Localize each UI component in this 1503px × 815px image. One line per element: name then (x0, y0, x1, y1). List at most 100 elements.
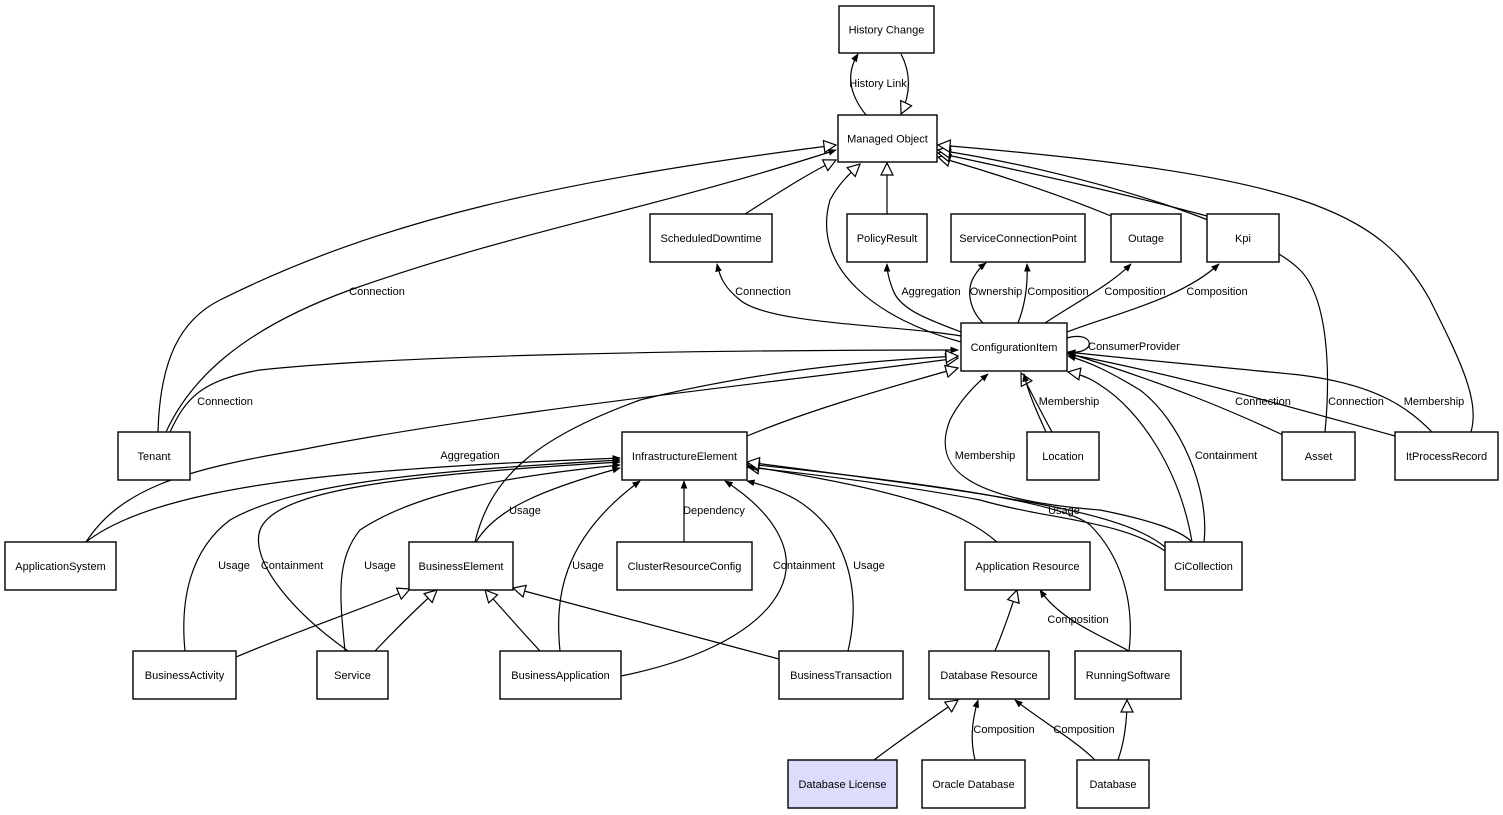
association-connector (1067, 352, 1396, 437)
association-connector (1067, 352, 1286, 437)
edge-ci-collection-to-infrastructure-element (746, 464, 1166, 552)
node-box (1394, 431, 1499, 481)
edge-label-membership: Membership (1039, 396, 1100, 408)
node-label: Application Resource (976, 561, 1080, 573)
node-box (787, 759, 898, 809)
node-label: Database (1089, 779, 1136, 791)
node-label: BusinessActivity (145, 670, 225, 682)
edge-service-to-business-element (374, 590, 437, 652)
node-label: ClusterResourceConfig (628, 561, 742, 573)
association-connector (1022, 373, 1047, 433)
edge-label-usage: Usage (509, 505, 541, 517)
edge-application-system-to-infrastructure-element (85, 455, 621, 543)
node-business-transaction[interactable]: BusinessTransaction (778, 650, 904, 700)
node-box (1164, 541, 1243, 591)
edge-label-connection: Connection (1328, 396, 1384, 408)
node-database-resource[interactable]: Database Resource (928, 650, 1050, 700)
edge-label-composition: Composition (1186, 286, 1247, 298)
inheritance-connector (747, 462, 1166, 548)
edge-it-process-record-to-managed-object (938, 145, 1474, 433)
edge-label-usage: Usage (218, 560, 250, 572)
edge-business-application-to-infrastructure-element (620, 480, 787, 677)
node-service[interactable]: Service (316, 650, 389, 700)
node-application-system[interactable]: ApplicationSystem (4, 541, 117, 591)
node-label: Managed Object (847, 134, 928, 146)
edge-configuration-item-to-outage (1044, 263, 1132, 324)
node-box (950, 213, 1086, 263)
association-connector (475, 466, 621, 543)
node-oracle-database[interactable]: Oracle Database (921, 759, 1026, 809)
edge-database-to-database-resource (1014, 699, 1096, 761)
node-cluster-resource-config[interactable]: ClusterResourceConfig (616, 541, 753, 591)
node-running-software[interactable]: RunningSoftware (1074, 650, 1182, 700)
association-connector (1044, 263, 1132, 324)
association-connector (1067, 354, 1206, 543)
inheritance-connector (85, 358, 958, 543)
node-kpi[interactable]: Kpi (1206, 213, 1280, 263)
node-label: ServiceConnectionPoint (959, 233, 1076, 245)
node-outage[interactable]: Outage (1110, 213, 1182, 263)
node-business-application[interactable]: BusinessApplication (499, 650, 622, 700)
inheritance-connector (157, 145, 836, 433)
edge-label-aggregation: Aggregation (901, 286, 960, 298)
node-business-element[interactable]: BusinessElement (408, 541, 514, 591)
edge-label-ownership: Ownership (970, 286, 1023, 298)
edge-business-transaction-to-infrastructure-element (746, 479, 854, 652)
edge-label-usage: Usage (572, 560, 604, 572)
node-business-activity[interactable]: BusinessActivity (132, 650, 237, 700)
edge-it-process-record-to-configuration-item (1067, 349, 1433, 433)
edge-configuration-item-to-managed-object (825, 164, 962, 343)
association-connector (165, 149, 837, 433)
edge-application-system-to-configuration-item (85, 358, 958, 543)
node-application-resource[interactable]: Application Resource (964, 541, 1091, 591)
node-label: Database Resource (940, 670, 1037, 682)
edge-history-change-to-managed-object (901, 53, 909, 114)
node-infrastructure-element[interactable]: InfrastructureElement (621, 431, 748, 481)
edge-asset-to-configuration-item (1067, 352, 1286, 437)
node-box (621, 431, 748, 481)
node-scheduled-downtime[interactable]: ScheduledDowntime (649, 213, 773, 263)
edge-outage-to-managed-object (938, 157, 1112, 217)
node-label: Asset (1305, 451, 1333, 463)
inheritance-connector (825, 164, 962, 343)
edge-business-activity-to-business-element (235, 589, 410, 658)
inheritance-connector (374, 590, 437, 652)
node-label: ItProcessRecord (1406, 451, 1487, 463)
node-asset[interactable]: Asset (1281, 431, 1356, 481)
node-box (132, 650, 237, 700)
node-box (960, 322, 1068, 372)
node-history-change[interactable]: History Change (838, 5, 935, 54)
inheritance-connector (1068, 372, 1193, 543)
association-connector (1067, 349, 1433, 433)
edge-label-composition: Composition (1027, 286, 1088, 298)
association-connector (746, 464, 1166, 552)
edge-database-resource-to-application-resource (994, 590, 1017, 652)
edge-label-membership: Membership (1404, 396, 1465, 408)
node-box (846, 213, 928, 263)
node-managed-object[interactable]: Managed Object (837, 114, 938, 163)
edge-business-application-to-infrastructure-element (558, 480, 641, 652)
edge-kpi-to-managed-object (938, 153, 1208, 217)
node-box (1026, 431, 1100, 481)
node-location[interactable]: Location (1026, 431, 1100, 481)
node-it-process-record[interactable]: ItProcessRecord (1394, 431, 1499, 481)
node-database[interactable]: Database (1076, 759, 1150, 809)
association-connector (883, 263, 962, 333)
node-database-license[interactable]: Database License (787, 759, 898, 809)
node-tenant[interactable]: Tenant (117, 431, 191, 481)
node-box (1074, 650, 1182, 700)
node-ci-collection[interactable]: CiCollection (1164, 541, 1243, 591)
node-configuration-item[interactable]: ConfigurationItem (960, 322, 1068, 372)
edge-business-element-to-configuration-item (474, 356, 958, 543)
inheritance-connector (485, 590, 541, 652)
node-box (921, 759, 1026, 809)
node-label: Outage (1128, 233, 1164, 245)
node-service-connection-point[interactable]: ServiceConnectionPoint (950, 213, 1086, 263)
inheritance-connector (901, 53, 909, 114)
node-label: Kpi (1235, 233, 1251, 245)
node-policy-result[interactable]: PolicyResult (846, 213, 928, 263)
edge-label-dependency: Dependency (683, 505, 745, 517)
edge-business-element-to-infrastructure-element (475, 466, 621, 543)
node-label: ConfigurationItem (971, 342, 1058, 354)
